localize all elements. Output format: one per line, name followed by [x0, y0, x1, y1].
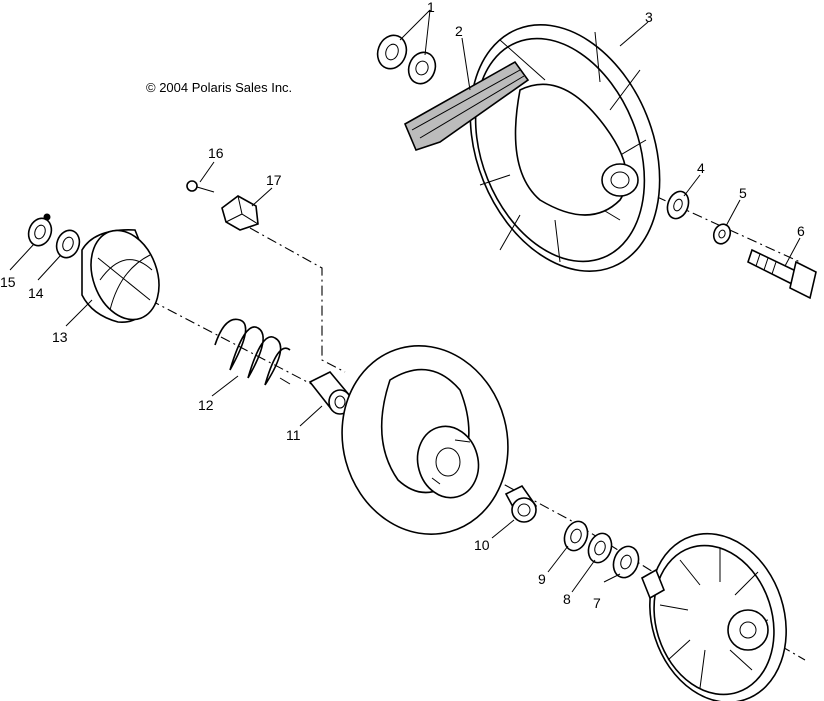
part-5-lock-washer	[712, 223, 732, 245]
part-7-washer	[612, 545, 640, 579]
callout-17: 17	[266, 172, 282, 188]
callout-11: 11	[286, 427, 301, 443]
part-16-pin	[186, 180, 215, 193]
part-12-spring	[214, 318, 291, 386]
copyright-text: © 2004 Polaris Sales Inc.	[146, 80, 292, 95]
leader-lines	[9, 9, 801, 593]
callout-14: 14	[28, 285, 44, 301]
callout-12: 12	[198, 397, 214, 413]
fixed-sheave	[640, 532, 787, 701]
part-6-bolt	[747, 248, 817, 300]
callout-1: 1	[427, 0, 435, 15]
axis-upper-assembly	[619, 179, 801, 263]
callout-7: 7	[593, 595, 601, 611]
callout-3: 3	[645, 9, 653, 25]
part-8-washer	[587, 532, 613, 564]
axis-pin-bracket	[249, 227, 346, 373]
callout-13: 13	[52, 329, 68, 345]
part-14-washer	[55, 229, 81, 259]
callout-9: 9	[538, 571, 546, 587]
callout-8: 8	[563, 591, 571, 607]
part-13-cam	[81, 229, 160, 323]
callout-16: 16	[208, 145, 224, 161]
callout-15: 15	[0, 274, 16, 290]
part-3-drive-sheave	[469, 24, 661, 272]
part-4-washer	[666, 190, 690, 220]
callout-5: 5	[739, 185, 747, 201]
callout-4: 4	[697, 160, 705, 176]
part-1-washer-pair	[376, 34, 437, 85]
callout-10: 10	[474, 537, 490, 553]
part-15-clip	[27, 213, 53, 247]
part-2-strip	[403, 60, 530, 151]
part-9-washer	[563, 520, 589, 552]
part-17-bracket	[221, 195, 259, 231]
part-10-sleeve	[504, 484, 538, 523]
callout-6: 6	[797, 223, 805, 239]
callout-2: 2	[455, 23, 463, 39]
moveable-sheave	[341, 345, 509, 535]
